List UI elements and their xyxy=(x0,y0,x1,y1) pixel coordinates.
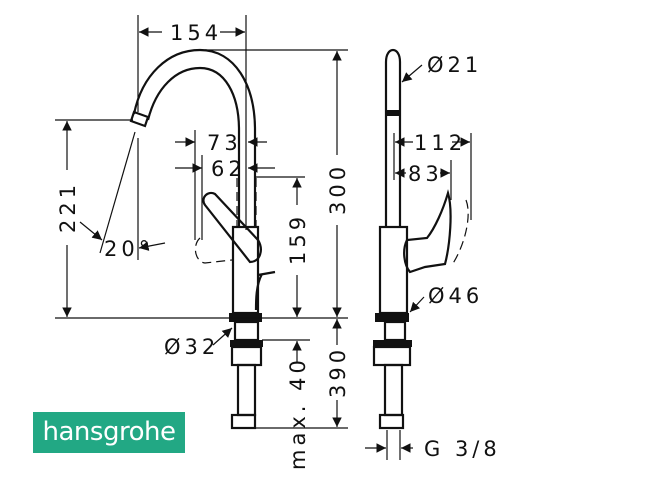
dim-d46: Ø46 xyxy=(428,284,483,308)
dim-159: 159 xyxy=(286,213,310,265)
dim-73: 73 xyxy=(207,131,242,155)
spout-inner xyxy=(146,66,241,227)
dim-d21: Ø21 xyxy=(427,53,482,77)
dim-83: 83 xyxy=(408,162,443,186)
dim-390: 390 xyxy=(326,346,350,398)
dim-221: 221 xyxy=(56,181,80,233)
dimension-lines xyxy=(55,15,472,460)
aerator xyxy=(129,110,150,128)
dim-d32: Ø32 xyxy=(164,335,219,359)
hansgrohe-logo: hansgrohe xyxy=(33,412,185,453)
body xyxy=(231,225,260,315)
dim-g38: G 3/8 xyxy=(424,437,501,461)
side-view xyxy=(372,48,469,430)
spout-outer xyxy=(132,48,257,227)
handle xyxy=(202,191,262,264)
pop-up-rod xyxy=(254,270,276,311)
dim-112: 112 xyxy=(414,131,466,155)
dim-max-40: max. 40 xyxy=(286,356,310,470)
dim-62: 62 xyxy=(211,157,246,181)
dim-300: 300 xyxy=(326,163,350,215)
dimension-labels: 154 221 20° 73 62 159 300 390 max. 40 Ø3… xyxy=(56,21,501,470)
dim-20deg: 20° xyxy=(104,237,153,261)
dim-154: 154 xyxy=(170,21,222,45)
front-view xyxy=(129,48,276,430)
